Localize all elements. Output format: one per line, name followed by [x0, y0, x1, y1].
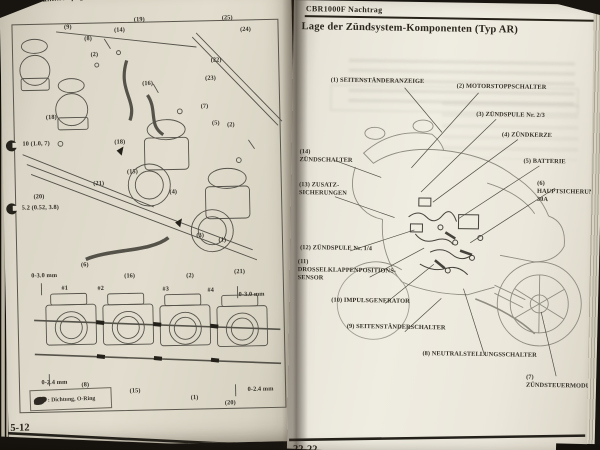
table-surface	[555, 443, 600, 450]
part-callout: 0-3.0 mm	[238, 290, 265, 299]
part-callout: 10 (1.0, 7)	[22, 140, 50, 148]
part-callout: 5.2 (0.52, 3.8)	[21, 203, 60, 212]
part-callout: (25)	[221, 14, 233, 22]
part-callout: (15)	[126, 168, 139, 176]
right-page: CBR1000F Nachtrag Lage der Zündsystem-Ko…	[286, 0, 594, 450]
component-callout: (9) SEITENSTÄNDERSCHALTER	[346, 322, 446, 332]
legend-label: : Dichtung, O-Ring	[47, 395, 96, 404]
part-callout: (8)	[84, 35, 92, 43]
component-callout: (1) SEITENSTÄNDERANZEIGE	[330, 76, 425, 86]
part-callout: (16)	[124, 272, 136, 280]
book-gutter-shadow	[282, 0, 308, 450]
part-callout: (2)	[226, 121, 235, 129]
left-diagram-labels: (9) (8) (14) (19) (2) (25) (24) (22) (23) (16) (7)…	[0, 0, 301, 447]
wrench-icon	[5, 140, 18, 215]
part-callout: (5)	[211, 119, 220, 127]
component-callout: (5) BATTERIE	[523, 157, 566, 166]
component-callout: (12) ZÜNDSPULE Nr. 1/4	[300, 244, 373, 253]
part-callout: (18)	[45, 113, 57, 122]
component-callouts: (1) SEITENSTÄNDERANZEIGE (2) MOTORSTOPPSC…	[287, 0, 594, 450]
part-callout: (1)	[190, 394, 199, 402]
part-callout: (6)	[80, 261, 89, 269]
part-callout: 0-2.4 mm	[247, 385, 274, 393]
part-callout: #2	[97, 284, 105, 293]
part-callout: (9)	[63, 23, 72, 31]
seal-icon	[33, 396, 45, 405]
part-callout: (20)	[224, 399, 236, 407]
part-callout: (21)	[93, 179, 105, 188]
part-callout: (7)	[200, 102, 209, 110]
part-callout: 0-2.4 mm	[41, 378, 68, 387]
part-callout: (3)	[196, 231, 205, 240]
legend-box: : Dichtung, O-Ring	[29, 387, 113, 412]
part-callout: (23)	[205, 74, 217, 82]
part-callout: #4	[207, 286, 215, 294]
component-callout: (11) DROSSELKLAPPENPOSITIONS- SENSOR	[297, 258, 397, 282]
left-page: Zusammenfügen der	[0, 0, 301, 448]
component-callout: (7) ZÜNDSTEUERMODUL	[525, 373, 594, 390]
part-callout: (15)	[129, 387, 141, 395]
component-callout: (8) NEUTRALSTELLUNGSSCHALTER	[422, 350, 537, 359]
component-callout: (6) HAUPTSICHERUNG 30A	[536, 179, 594, 204]
part-callout: (20)	[33, 193, 45, 201]
part-callout: (16)	[142, 79, 154, 88]
component-callout: (3) ZÜNDSPULE Nr. 2/3	[476, 110, 545, 119]
part-callout: (22)	[210, 56, 222, 64]
motorcycle-diagram	[289, 87, 586, 442]
part-callout: (21)	[234, 268, 246, 276]
part-callout: (2)	[186, 272, 194, 280]
part-callout: 0-3.0 mm	[31, 271, 58, 280]
part-callout: #1	[61, 284, 69, 292]
part-callout: (18)	[114, 138, 126, 146]
left-page-number: 5-12	[10, 422, 30, 434]
component-callout: (10) IMPULSGENERATOR	[331, 296, 410, 305]
part-callout: (19)	[133, 16, 145, 24]
part-callout: (24)	[240, 25, 252, 34]
part-callout: (2)	[90, 51, 99, 59]
component-callout: (2) MOTORSTOPPSCHALTER	[456, 82, 547, 91]
part-callout: #3	[162, 285, 170, 293]
component-callout: (4) ZÜNDKERZE	[501, 131, 553, 140]
part-callout: (1)	[218, 236, 227, 244]
part-callout: (14)	[113, 26, 126, 34]
part-callout: (4)	[169, 188, 178, 196]
